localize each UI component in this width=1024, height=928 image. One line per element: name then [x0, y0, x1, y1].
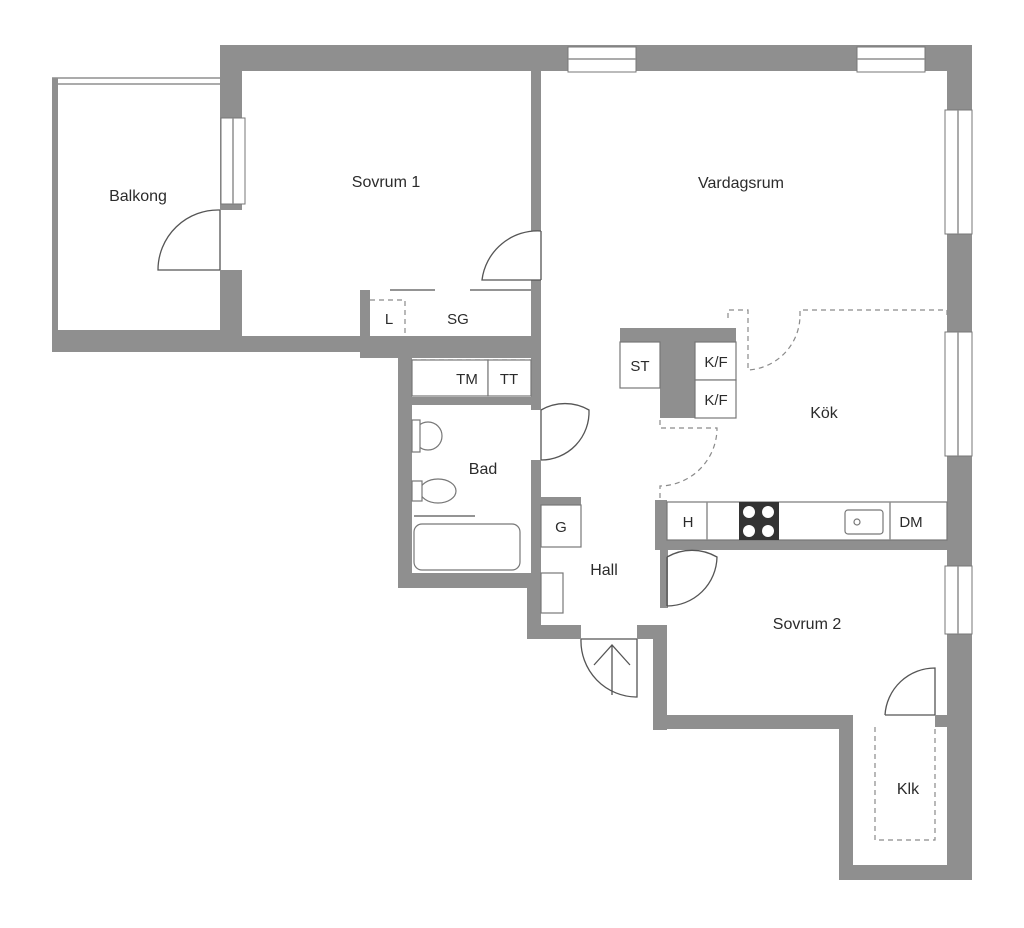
balcony [52, 77, 220, 352]
balcony-floor-edge [52, 330, 220, 352]
door-bad [540, 403, 590, 461]
wall-sovrum1-vardagsrum [531, 71, 541, 231]
g-closet [540, 504, 582, 548]
door-klk [884, 667, 936, 716]
wall-sg-bottom [360, 336, 541, 358]
room-label-hall: Hall [590, 562, 618, 579]
st-cabinet [619, 341, 661, 389]
label-st: ST [630, 358, 649, 375]
wall-sovrum2-bottom [653, 715, 853, 729]
door-balkong [157, 209, 221, 271]
door-sovrum2 [666, 549, 718, 607]
room-label-klk: Klk [897, 781, 920, 798]
door-vardagsrum [481, 230, 542, 281]
bathtub-icon [413, 523, 521, 571]
kf-cabinet-2 [694, 379, 737, 419]
wall-bad-right [531, 460, 541, 578]
wall-klk-top-right [935, 715, 972, 727]
wall-left-sovrum1-lower [220, 270, 242, 352]
upper-cabinet-outline [799, 309, 948, 318]
room-label-bad: Bad [469, 461, 497, 478]
windows [220, 46, 973, 635]
room-label-vardagsrum: Vardagsrum [698, 175, 784, 192]
room-label-balkong: Balkong [109, 188, 167, 205]
wall-hall-left-lower [527, 573, 541, 639]
klk-shelf-outline [874, 727, 936, 841]
sg-l-outline [370, 299, 406, 336]
wall-klk-left [839, 715, 853, 880]
wall-hall-bottom-left [527, 625, 581, 639]
kf-cabinet-1 [694, 341, 737, 381]
room-label-sovrum1: Sovrum 1 [352, 174, 421, 191]
wall-bottom-sovrum1 [220, 336, 400, 352]
wall-kitchen-sovrum2 [655, 540, 947, 550]
walls [220, 45, 972, 880]
entrance-arrow-icon [593, 644, 631, 695]
label-kf-1: K/F [704, 354, 727, 371]
wall-klk-bottom [839, 865, 972, 880]
fixture-labels: L SG TM TT ST K/F K/F G H DM [385, 311, 923, 536]
label-kf-2: K/F [704, 392, 727, 409]
label-tt: TT [500, 371, 518, 388]
label-h: H [683, 514, 694, 531]
hall-shelf [540, 572, 564, 614]
wall-hall-sovrum2 [660, 548, 668, 608]
label-tm: TM [456, 371, 478, 388]
label-g: G [555, 519, 567, 536]
balcony-rail-left [52, 78, 58, 330]
washing-machine [411, 359, 489, 397]
island-top [620, 328, 736, 342]
toilet-icon [419, 478, 457, 504]
wall-sg-left [360, 290, 370, 336]
room-label-kok: Kök [810, 405, 839, 422]
door-entrance [580, 638, 638, 698]
fixtures [390, 289, 948, 614]
fridge-door-swing [727, 309, 801, 371]
room-labels: Balkong Sovrum 1 Vardagsrum Kök Bad Hall… [109, 174, 920, 798]
kitchen-counter [666, 501, 948, 541]
hall-kitchen-swing [659, 420, 718, 500]
kitchen-sink-icon [844, 509, 884, 535]
label-sg: SG [447, 311, 469, 328]
wall-g-top [541, 497, 581, 505]
wall-bad-bottom [398, 573, 541, 588]
wall-sovrum2-left [653, 625, 667, 730]
dryer [487, 359, 532, 397]
room-label-sovrum2: Sovrum 2 [773, 616, 842, 633]
doors [157, 209, 936, 716]
label-dm: DM [899, 514, 922, 531]
wall-bad-left [398, 336, 412, 588]
wall-kitchen-counter-end [655, 500, 667, 550]
island-mid [660, 342, 695, 418]
label-l: L [385, 311, 393, 328]
wall-bad-top [398, 397, 541, 405]
